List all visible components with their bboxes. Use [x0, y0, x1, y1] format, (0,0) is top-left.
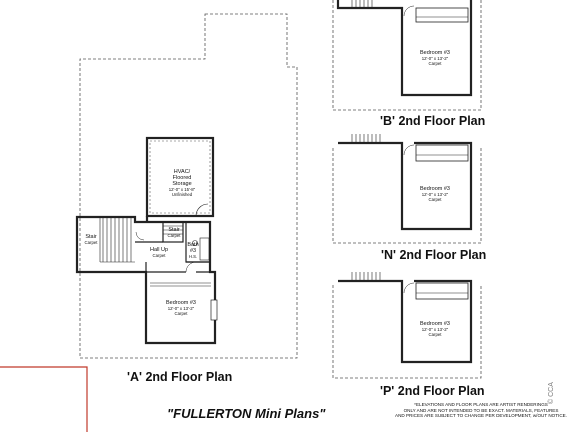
- notes-line-1: *ELEVATIONS AND FLOOR PLANS ARE ARTIST R…: [414, 402, 548, 407]
- plan-p-floor-outline: [338, 279, 473, 364]
- plan-a-bedroom-label: Bedroom #3 12'-0" x 13'-2" Carpet: [153, 300, 209, 316]
- stair-left-name: Stair: [85, 234, 97, 240]
- hvac-name: HVAC/: [173, 169, 191, 175]
- bath-number: #3: [189, 248, 197, 254]
- plan-p-caption: 'P' 2nd Floor Plan: [380, 384, 485, 398]
- plan-a-stair-left-label: Stair Carpet: [82, 234, 100, 245]
- hvac-size: 12'-0" x 15'-8": [168, 187, 196, 192]
- plan-p-bedroom-label: Bedroom #3 12'-0" x 13'-2" Carpet: [407, 321, 463, 337]
- plan-n-floor-outline: [338, 141, 473, 231]
- plan-a-hvac-label: HVAC/ Floored Storage 12'-0" x 15'-8" Un…: [162, 169, 202, 197]
- plan-a-hall-label: Hall Up Carpet: [145, 247, 173, 258]
- hall-name: Hall Up: [149, 247, 169, 253]
- plan-p-dashed-outline: [332, 285, 482, 379]
- bedroom-name: Bedroom #3: [166, 300, 196, 306]
- plan-n-bedroom-label: Bedroom #3 12'-0" x 13'-2" Carpet: [407, 186, 463, 202]
- hvac-line3: Storage: [172, 181, 192, 187]
- disclaimer-notes: *ELEVATIONS AND FLOOR PLANS ARE ARTIST R…: [393, 402, 569, 419]
- plan-n-dashed-outline: [332, 148, 482, 244]
- bedroom-size: 12'-0" x 13'-2": [421, 56, 449, 61]
- red-outline-box: [0, 366, 88, 432]
- document-title: "FULLERTON Mini Plans": [167, 406, 326, 421]
- plan-a-dashed-outline: [79, 13, 298, 359]
- bedroom-finish: Carpet: [174, 311, 188, 316]
- plan-a-bath-label: Bath #3 H.S.: [184, 242, 202, 259]
- plan-b-bedroom-label: Bedroom #3 12'-0" x 13'-2" Carpet: [407, 50, 463, 66]
- notes-line-3: AND PRICES ARE SUBJECT TO CHANGE PER DEV…: [395, 413, 567, 419]
- stair-center-name: Stair: [168, 227, 180, 233]
- bedroom-finish: Carpet: [428, 332, 442, 337]
- stair-left-finish: Carpet: [84, 240, 98, 245]
- hvac-line2: Floored: [172, 175, 192, 181]
- plan-b-floor-outline: [336, 0, 473, 97]
- bedroom-name: Bedroom #3: [420, 321, 450, 327]
- bedroom-size: 12'-0" x 13'-2": [421, 327, 449, 332]
- plan-a-stair-center-label: Stair Carpet: [164, 227, 184, 238]
- bath-name: Bath: [187, 242, 199, 248]
- plan-b-dashed-outline: [332, 0, 482, 111]
- plan-a-hvac-door: [195, 203, 209, 217]
- plan-n-caption: 'N' 2nd Floor Plan: [381, 248, 487, 262]
- watermark: © CCA: [548, 382, 555, 404]
- plan-a-caption: 'A' 2nd Floor Plan: [127, 370, 233, 384]
- plan-a-hvac-room: [145, 136, 215, 218]
- plan-a-stair-treads: [99, 217, 135, 263]
- notes-line-2: ONLY AND ARE NOT INTENDED TO BE EXACT. M…: [403, 407, 559, 413]
- bedroom-name: Bedroom #3: [420, 50, 450, 56]
- bedroom-finish: Carpet: [428, 61, 442, 66]
- bath-finish: H.S.: [188, 254, 198, 259]
- hall-finish: Carpet: [152, 253, 166, 258]
- bedroom-name: Bedroom #3: [420, 186, 450, 192]
- plan-b-caption: 'B' 2nd Floor Plan: [380, 114, 486, 128]
- hvac-finish: Unfinished: [171, 192, 193, 197]
- bedroom-finish: Carpet: [428, 197, 442, 202]
- bedroom-size: 12'-0" x 13'-2": [167, 306, 195, 311]
- bedroom-size: 12'-0" x 13'-2": [421, 192, 449, 197]
- stair-center-finish: Carpet: [167, 233, 181, 238]
